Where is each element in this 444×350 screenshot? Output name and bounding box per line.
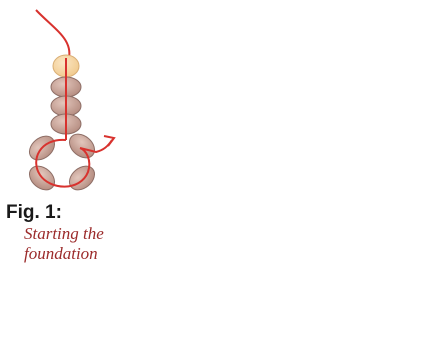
figure-label: Fig. 1:: [6, 202, 62, 223]
figure-description-line2: foundation: [24, 244, 98, 263]
brown-bead: [68, 133, 96, 159]
figure-description-line1: Starting the: [24, 224, 104, 243]
brown-bead: [68, 165, 96, 191]
red-arrowhead: [103, 135, 116, 147]
panel-1: [28, 9, 116, 191]
red-thread-loop: [35, 138, 113, 188]
red-thread-tail: [35, 9, 71, 63]
figure-caption: Fig. 1: Starting the foundation: [6, 202, 136, 264]
